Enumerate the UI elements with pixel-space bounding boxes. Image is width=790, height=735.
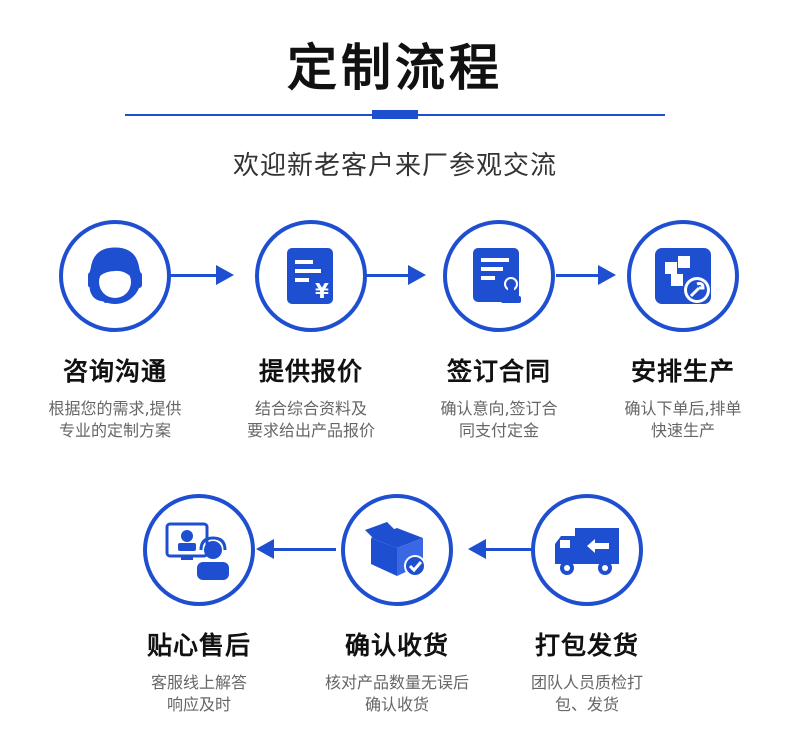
price-document-icon: ¥	[287, 248, 333, 304]
step-shipping-desc-line2: 包、发货	[554, 695, 619, 714]
production-boxes-icon	[655, 248, 711, 304]
step-consult: 咨询沟通 根据您的需求,提供 专业的定制方案	[20, 220, 210, 442]
step-contract-title: 签订合同	[446, 357, 551, 386]
step-consult-desc-line2: 专业的定制方案	[58, 421, 171, 440]
arrow-consult-to-quote	[170, 265, 234, 285]
step-aftersales-desc-line2: 响应及时	[166, 695, 231, 714]
step-contract-circle	[443, 220, 555, 332]
step-contract-desc-line2: 同支付定金	[458, 421, 539, 440]
step-aftersales-title: 贴心售后	[146, 631, 251, 660]
step-shipping-desc-line1: 团队人员质检打	[530, 673, 643, 692]
arrow-shipping-to-receipt	[468, 539, 538, 559]
step-aftersales-circle	[143, 494, 255, 606]
step-receipt-title: 确认收货	[344, 631, 449, 660]
delivery-truck-icon	[555, 528, 619, 575]
step-consult-title: 咨询沟通	[62, 357, 167, 386]
step-receipt-desc-line2: 确认收货	[364, 695, 429, 714]
step-production-desc: 确认下单后,排单 快速生产	[588, 398, 778, 442]
step-consult-desc-line1: 根据您的需求,提供	[48, 399, 182, 418]
arrow-receipt-to-aftersales	[256, 539, 336, 559]
step-aftersales-desc: 客服线上解答 响应及时	[104, 672, 294, 716]
step-quote-desc: 结合综合资料及 要求给出产品报价	[216, 398, 406, 442]
step-production-circle	[627, 220, 739, 332]
page-title: 定制流程	[287, 39, 503, 97]
step-shipping-desc: 团队人员质检打 包、发货	[492, 672, 682, 716]
step-quote-circle: ¥	[255, 220, 367, 332]
step-quote: ¥ 提供报价 结合综合资料及 要求给出产品报价	[216, 220, 406, 442]
online-support-icon	[165, 522, 229, 580]
step-consult-circle	[59, 220, 171, 332]
step-shipping: 打包发货 团队人员质检打 包、发货	[492, 494, 682, 716]
step-aftersales-desc-line1: 客服线上解答	[150, 673, 247, 692]
step-consult-desc: 根据您的需求,提供 专业的定制方案	[20, 398, 210, 442]
step-quote-desc-line2: 要求给出产品报价	[246, 421, 375, 440]
title-divider-accent	[372, 110, 418, 119]
step-contract: 签订合同 确认意向,签订合 同支付定金	[404, 220, 594, 442]
step-production: 安排生产 确认下单后,排单 快速生产	[588, 220, 778, 442]
svg-text:¥: ¥	[315, 279, 329, 303]
step-receipt-desc: 核对产品数量无误后 确认收货	[302, 672, 492, 716]
step-production-desc-line1: 确认下单后,排单	[624, 399, 742, 418]
step-quote-title: 提供报价	[258, 357, 363, 386]
step-receipt-desc-line1: 核对产品数量无误后	[324, 673, 469, 692]
step-receipt-circle	[341, 494, 453, 606]
step-shipping-title: 打包发货	[534, 631, 639, 660]
step-aftersales: 贴心售后 客服线上解答 响应及时	[104, 494, 294, 716]
arrow-quote-to-contract	[366, 265, 426, 285]
contract-stamp-icon	[473, 248, 521, 303]
arrow-contract-to-production	[556, 265, 616, 285]
step-contract-desc-line1: 确认意向,签订合	[440, 399, 558, 418]
step-contract-desc: 确认意向,签订合 同支付定金	[404, 398, 594, 442]
step-production-title: 安排生产	[630, 357, 735, 386]
step-receipt: 确认收货 核对产品数量无误后 确认收货	[302, 494, 492, 716]
step-production-desc-line2: 快速生产	[650, 421, 715, 440]
package-check-icon	[365, 522, 426, 577]
step-shipping-circle	[531, 494, 643, 606]
headset-agent-icon	[88, 247, 142, 304]
page-subtitle: 欢迎新老客户来厂参观交流	[232, 151, 557, 181]
step-quote-desc-line1: 结合综合资料及	[254, 399, 367, 418]
